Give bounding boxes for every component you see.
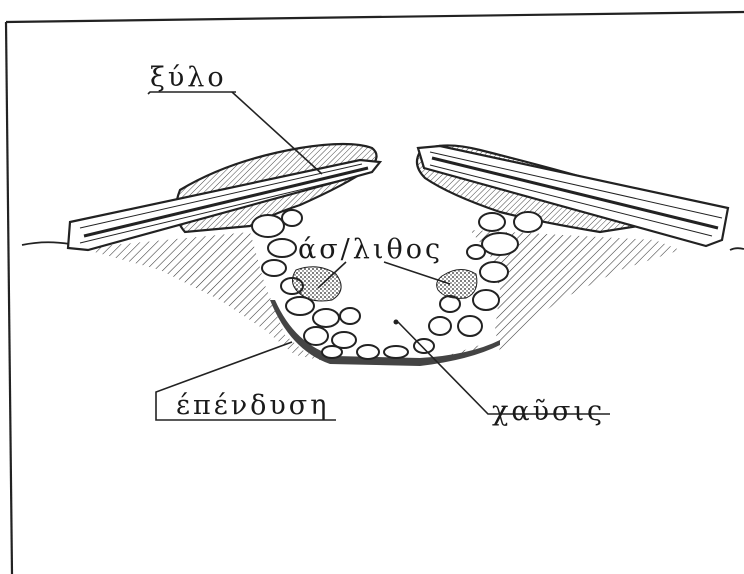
label-mortar: άσ/λιθος	[298, 236, 443, 263]
label-trench: χαῦσις	[492, 398, 605, 425]
frame	[6, 12, 744, 574]
pit-interior-mark	[394, 320, 399, 325]
label-lining: έπένδυση	[176, 392, 329, 419]
label-wood: ξύλο	[150, 64, 227, 91]
